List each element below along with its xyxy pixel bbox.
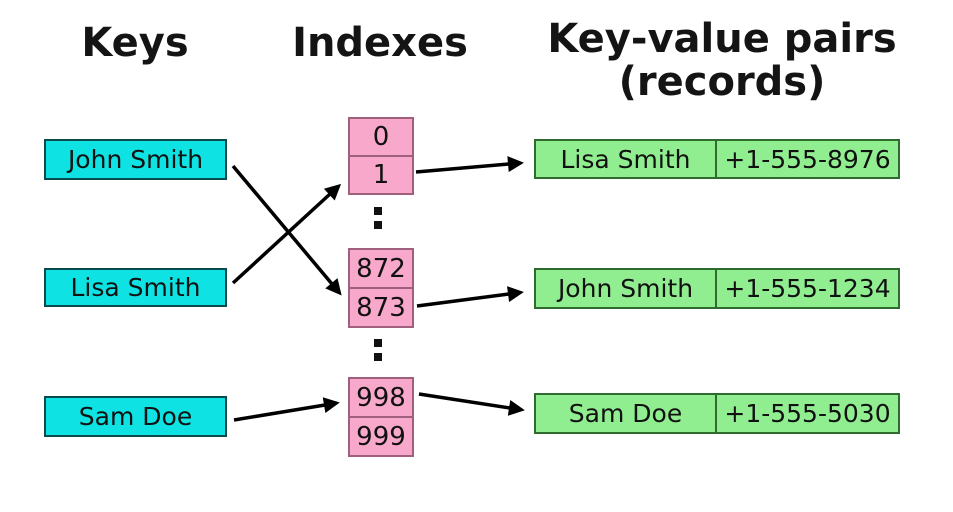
indexes-header: Indexes [292,20,468,66]
dot [374,207,382,215]
arrow-key-lisa-smith-to-index-1 [231,183,342,285]
records-header-line2: (records) [618,59,826,106]
index-cell-873: 873 [356,292,406,323]
arrow-key-john-smith-to-index-873 [231,164,342,296]
key-label: John Smith [67,145,204,174]
ellipsis-dots-icon [374,207,382,229]
index-cell-999: 999 [356,421,406,452]
index-bucket-group-872-873: 872 873 [348,248,414,328]
key-box-lisa-smith: Lisa Smith [44,268,227,307]
record-phone-cell: +1-555-5030 [724,399,891,428]
records-header: Key-value pairs (records) [533,16,911,106]
index-cell-872: 872 [350,250,412,289]
index-cell-998: 998 [350,379,412,418]
dot [374,339,382,347]
arrow-index-998-to-record-sam-doe [418,392,525,416]
arrow-key-sam-doe-to-index-998 [233,397,340,422]
record-phone-cell: +1-555-8976 [724,144,891,174]
arrow-index-873-to-record-john-smith [416,286,524,308]
dot [374,353,382,361]
index-cell-1: 1 [372,160,390,190]
key-box-sam-doe: Sam Doe [44,396,227,437]
record-name-cell: Sam Doe [536,395,717,432]
key-box-john-smith: John Smith [44,139,227,180]
record-name-cell: John Smith [536,270,717,307]
records-header-line1: Key-value pairs [547,16,897,62]
record-phone-cell: +1-555-1234 [724,274,891,303]
record-row-sam-doe: Sam Doe +1-555-5030 [534,393,900,434]
arrow-index-1-to-record-lisa-smith [415,156,524,174]
index-cell-0: 0 [350,119,412,157]
record-row-lisa-smith: Lisa Smith +1-555-8976 [534,139,900,179]
keys-header: Keys [81,20,189,66]
key-label: Lisa Smith [70,273,201,302]
ellipsis-dots-icon [374,339,382,361]
index-bucket-group-0-1: 0 1 [348,117,414,195]
dot [374,221,382,229]
record-name-cell: Lisa Smith [536,141,717,177]
key-label: Sam Doe [78,402,193,431]
index-bucket-group-998-999: 998 999 [348,377,414,457]
record-row-john-smith: John Smith +1-555-1234 [534,268,900,309]
